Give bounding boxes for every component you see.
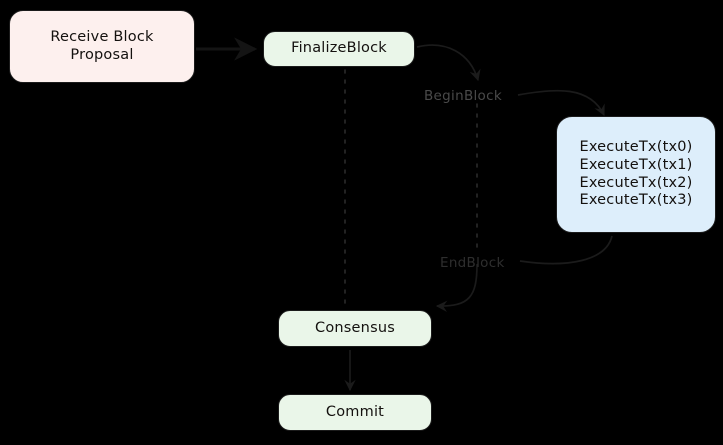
node-consensus-label: Consensus [315,319,395,336]
edge-label-beginblock: BeginBlock [424,88,502,104]
node-receive-block-proposal-label: Receive Block Proposal [50,28,154,63]
node-consensus[interactable]: Consensus [278,310,432,347]
node-finalize-block[interactable]: FinalizeBlock [263,31,415,67]
node-execute-transactions[interactable]: ExecuteTx(tx0) ExecuteTx(tx1) ExecuteTx(… [556,116,716,233]
node-finalize-block-label: FinalizeBlock [291,40,387,57]
node-execute-transactions-label: ExecuteTx(tx0) ExecuteTx(tx1) ExecuteTx(… [579,139,693,209]
edge-label-endblock: EndBlock [440,255,505,271]
edge-beginblock-to-execute [517,89,605,117]
node-commit[interactable]: Commit [278,394,432,431]
edge-execute-to-endblock [519,235,613,265]
edge-endblock-to-consensus [435,263,478,312]
node-receive-block-proposal[interactable]: Receive Block Proposal [9,10,195,83]
node-commit-label: Commit [325,403,385,420]
edge-finalize-to-beginblock [416,44,481,82]
